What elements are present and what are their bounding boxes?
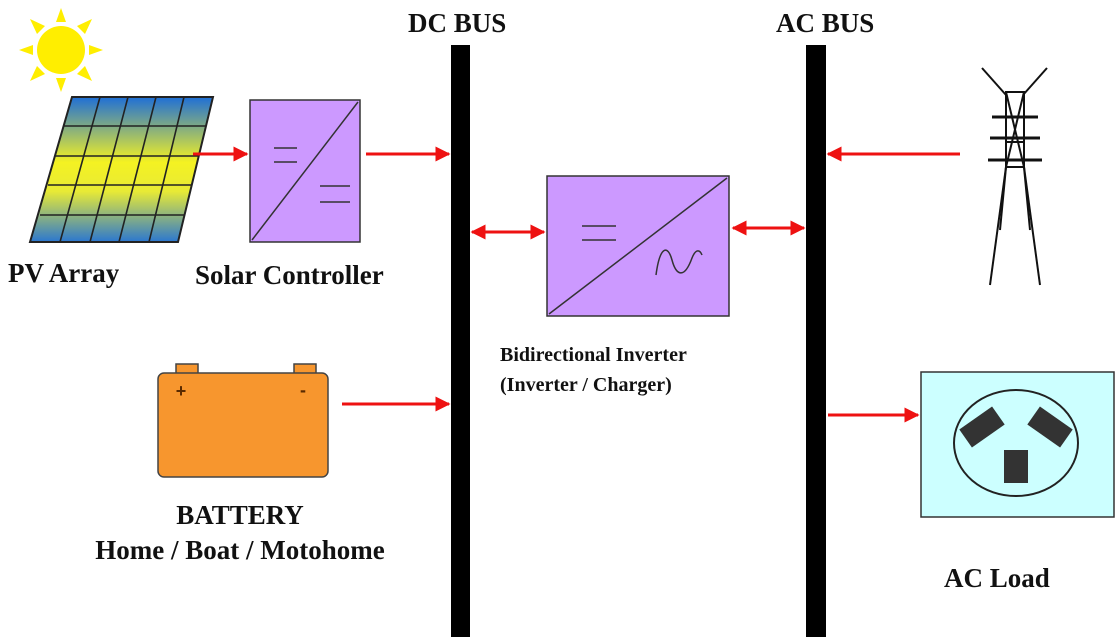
ac-bus	[806, 45, 826, 637]
battery-positive-terminal: +	[176, 381, 187, 401]
ac-load-label: AC Load	[944, 563, 1050, 593]
dc-ac-inverter-icon	[546, 175, 730, 317]
battery-negative-terminal: -	[300, 380, 306, 400]
dc-dc-converter-icon	[249, 99, 361, 243]
battery-label: BATTERY	[176, 500, 304, 530]
inverter-label-line1: Bidirectional Inverter	[500, 344, 687, 366]
power-outlet-icon	[920, 371, 1115, 518]
sun-icon	[19, 8, 103, 92]
dc-bus-label: DC BUS	[408, 8, 507, 38]
battery-usage-label: Home / Boat / Motohome	[95, 535, 385, 565]
pv-array-label: PV Array	[8, 258, 120, 288]
power-flow-arrows	[193, 146, 960, 423]
solar-panel-icon	[28, 96, 215, 243]
inverter-label-line2: (Inverter / Charger)	[500, 374, 672, 396]
transmission-tower-icon	[981, 67, 1048, 286]
ac-bus-label: AC BUS	[776, 8, 875, 38]
solar-controller-label: Solar Controller	[195, 260, 384, 290]
dc-bus	[451, 45, 470, 637]
battery-icon: + -	[157, 363, 329, 478]
